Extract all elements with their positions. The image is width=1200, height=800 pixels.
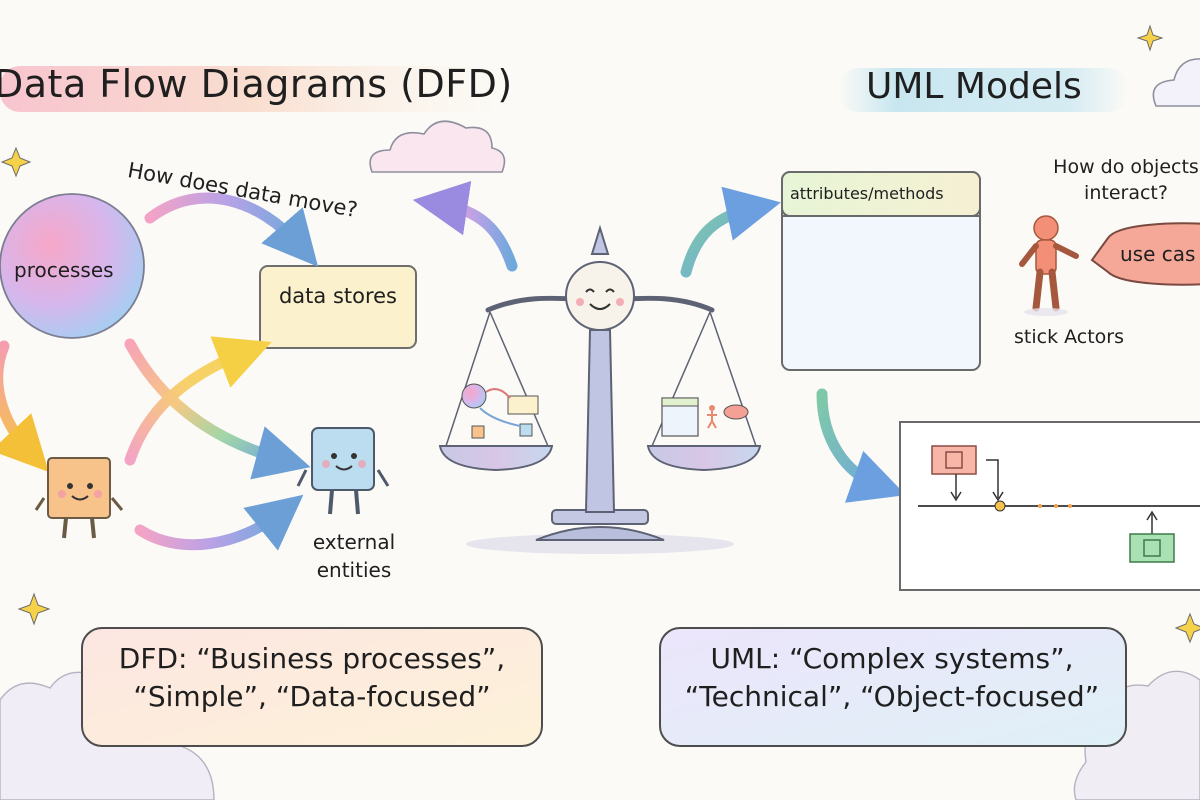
scale-to-dfd-arrow	[412, 180, 518, 272]
sparkle-icon	[1136, 24, 1164, 52]
actors-label: stick Actors	[1014, 326, 1125, 348]
data-stores-box	[259, 265, 417, 349]
sparkle-icon	[0, 146, 32, 178]
external-entities-label: external entities	[312, 530, 396, 582]
use-case-bubble	[1090, 222, 1200, 286]
scale-to-uml-arrow	[680, 186, 781, 278]
sparkle-icon	[17, 592, 51, 626]
class-box-header-label: attributes/methods	[790, 184, 944, 203]
uml-summary-box	[659, 627, 1127, 747]
dfd-title: Data Flow Diagrams (DFD)	[0, 62, 513, 106]
process-to-entity-arrow	[0, 340, 49, 473]
dfd-summary-box	[81, 627, 543, 747]
class-to-sequence-arrow	[816, 388, 906, 503]
question-arrow	[144, 192, 319, 267]
use-case-label: use cas	[1120, 242, 1196, 266]
sparkle-icon	[1174, 612, 1200, 644]
cloud-top-right	[1152, 58, 1200, 107]
blue-entity-character	[296, 427, 390, 515]
process-to-external-arrow	[124, 338, 311, 480]
uml-summary-text: UML: “Complex systems”, “Technical”, “Ob…	[684, 642, 1100, 713]
orange-entity-character	[34, 457, 124, 539]
entity-to-external-arrow	[134, 494, 304, 551]
uml-title: UML Models	[866, 66, 1082, 107]
dfd-title-highlight	[0, 66, 510, 112]
stick-actor-figure	[1019, 215, 1079, 312]
entity-to-datastore-arrow	[124, 336, 272, 466]
processes-label: processes	[14, 258, 114, 282]
balance-scale	[438, 224, 762, 554]
sequence-diagram-content	[918, 445, 1200, 563]
processes-circle	[0, 193, 145, 339]
dfd-summary-text: DFD: “Business processes”, “Simple”, “Da…	[118, 642, 506, 713]
uml-title-highlight	[838, 68, 1128, 112]
uml-question: How do objects interact?	[1053, 156, 1199, 204]
data-stores-label: data stores	[278, 284, 398, 308]
cloud-top-center	[369, 120, 506, 173]
